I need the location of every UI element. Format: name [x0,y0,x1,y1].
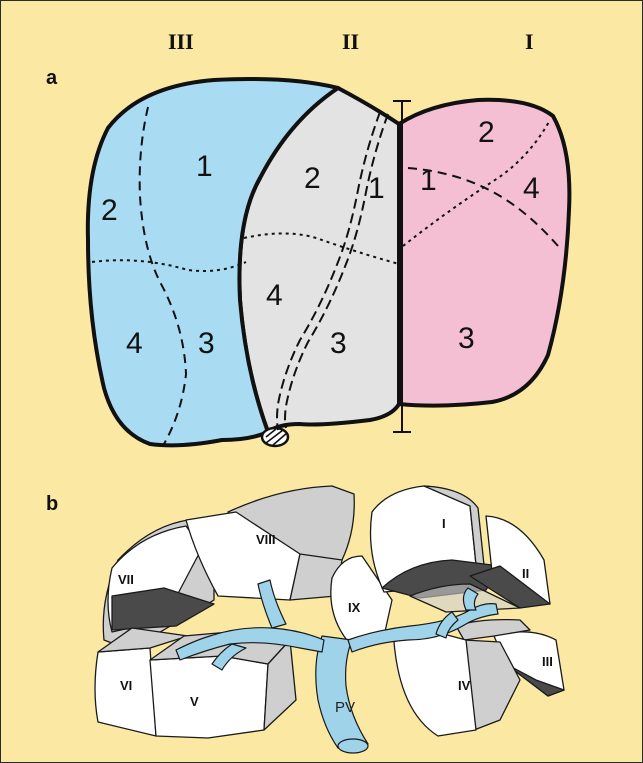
segment-label-vii: VII [118,572,134,587]
middle-region-3: 3 [330,327,347,360]
left-region-3: 3 [198,327,215,360]
segment-label-i: I [442,516,446,531]
segment-label-iii: III [542,654,553,669]
column-header-left: III [168,29,194,54]
portal-vein-cut-end [338,739,368,753]
segment-label-iv: IV [458,678,471,693]
segment-label-v: V [190,694,199,709]
right-region-4: 4 [523,172,540,205]
left-region-1: 1 [196,150,213,183]
column-header-middle: II [342,29,359,54]
segment-label-viii: VIII [256,532,276,547]
left-region-2: 2 [101,194,118,227]
segment-v-face [150,656,268,738]
segment-label-ix: IX [348,600,361,615]
column-header-right: I [525,29,534,54]
portal-vein-trunk [316,636,368,748]
panel-a-liver-sections: 1 2 3 4 1 2 3 4 1 2 3 4 [88,79,570,446]
right-region-3: 3 [458,322,475,355]
right-region-1: 1 [420,164,437,197]
panel-label-a: a [46,67,58,89]
segment-label-vi: VI [120,678,132,693]
right-region-2: 2 [478,116,495,149]
left-region-4: 4 [126,327,143,360]
middle-region-2: 2 [304,162,321,195]
segment-label-ii: II [522,566,529,581]
panel-label-b: b [46,493,58,515]
portal-vein-label: PV [335,699,355,716]
middle-region-4: 4 [266,279,283,312]
middle-region-1: 1 [368,172,385,205]
